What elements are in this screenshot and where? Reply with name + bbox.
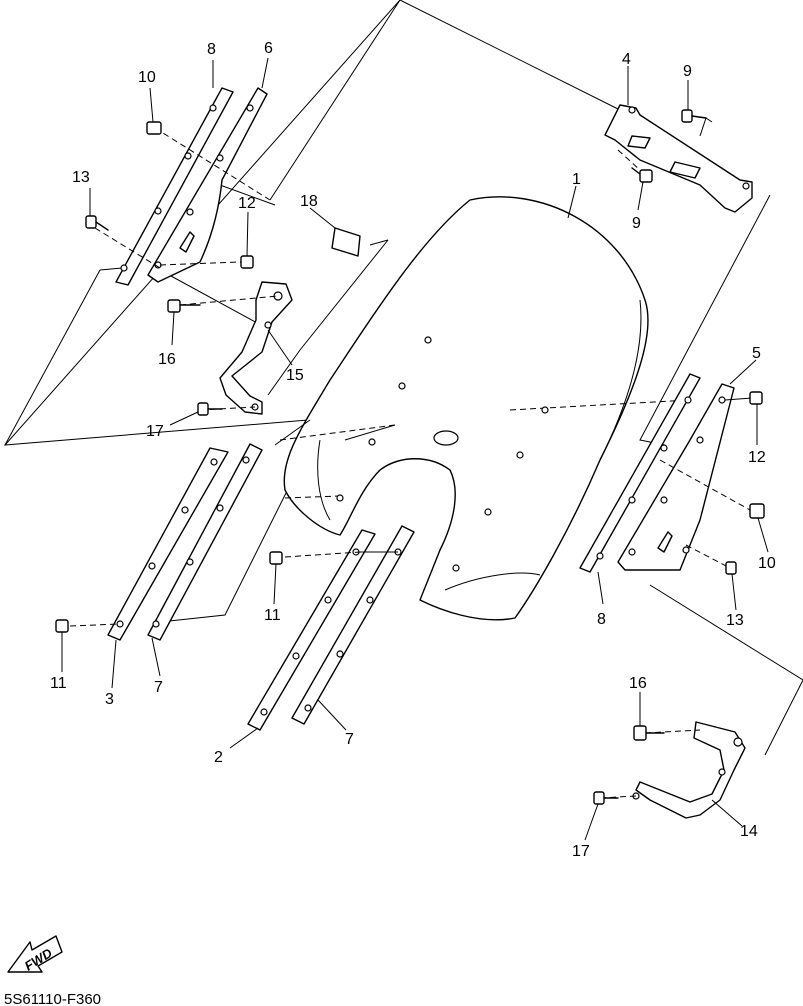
nut-12-guide-right bbox=[724, 397, 753, 401]
callout-18: 18 bbox=[300, 193, 318, 210]
callout-14: 14 bbox=[740, 823, 758, 840]
stay-5 bbox=[617, 383, 735, 571]
callout-17-left: 17 bbox=[146, 423, 164, 440]
bracket-4 bbox=[604, 104, 753, 213]
callout-7-center: 7 bbox=[345, 731, 354, 748]
callout-12-left: 12 bbox=[238, 195, 256, 212]
stay-8-right bbox=[579, 373, 701, 573]
callout-10-right: 10 bbox=[758, 555, 776, 572]
callout-16-left: 16 bbox=[158, 351, 176, 368]
bolt-17-guide-right bbox=[599, 795, 637, 799]
plate-2 bbox=[247, 529, 376, 731]
callout-11-center: 11 bbox=[264, 607, 281, 624]
callout-3: 3 bbox=[105, 691, 114, 708]
bolt-10-guide-right bbox=[659, 459, 751, 511]
bracket-15 bbox=[219, 281, 293, 415]
callout-13-right: 13 bbox=[726, 612, 744, 629]
callout-15: 15 bbox=[286, 367, 304, 384]
callout-9-top: 9 bbox=[683, 63, 692, 80]
callout-13-left: 13 bbox=[72, 169, 90, 186]
plate-3 bbox=[107, 447, 229, 641]
plate-7-left bbox=[147, 443, 263, 641]
bolt-13-guide-right bbox=[685, 544, 731, 569]
callout-16-right: 16 bbox=[629, 675, 647, 692]
windscreen-1 bbox=[274, 196, 691, 621]
callout-12-right: 12 bbox=[748, 449, 766, 466]
assembly-outline-lines bbox=[3, 0, 803, 756]
bolt-10-guide-left bbox=[154, 127, 271, 201]
callout-leaders bbox=[61, 57, 769, 841]
stay-6 bbox=[147, 87, 268, 283]
bolt-11-guide-left bbox=[69, 623, 121, 627]
callout-9-lower: 9 bbox=[632, 215, 641, 232]
callout-7-left: 7 bbox=[154, 679, 163, 696]
bolt-16-guide-right bbox=[644, 729, 701, 734]
callout-8-left: 8 bbox=[207, 41, 216, 58]
bolt-16-guide-left bbox=[179, 295, 279, 306]
bolt-13-guide-left bbox=[94, 227, 161, 269]
callout-labels: 1 2 3 4 5 6 7 7 8 8 9 9 10 10 11 11 12 1… bbox=[50, 40, 776, 860]
callout-1: 1 bbox=[572, 171, 581, 188]
fwd-arrow-icon: FWD bbox=[7, 935, 63, 974]
bracket-14 bbox=[632, 721, 746, 819]
callout-6: 6 bbox=[264, 40, 273, 57]
callout-8-right: 8 bbox=[597, 611, 606, 628]
bolt-17-guide-left bbox=[199, 406, 256, 411]
callout-17-right: 17 bbox=[572, 843, 590, 860]
callout-5: 5 bbox=[752, 345, 761, 362]
stay-8-left bbox=[115, 87, 234, 286]
bolt-11-guide-center bbox=[284, 551, 361, 558]
callout-2: 2 bbox=[214, 749, 223, 766]
fasteners bbox=[55, 109, 765, 805]
callout-11-left: 11 bbox=[50, 675, 67, 692]
plate-7-center bbox=[291, 525, 415, 725]
drawing-code: 5S61110-F360 bbox=[4, 991, 101, 1006]
callout-10-left: 10 bbox=[138, 69, 156, 86]
callout-4: 4 bbox=[622, 51, 631, 68]
